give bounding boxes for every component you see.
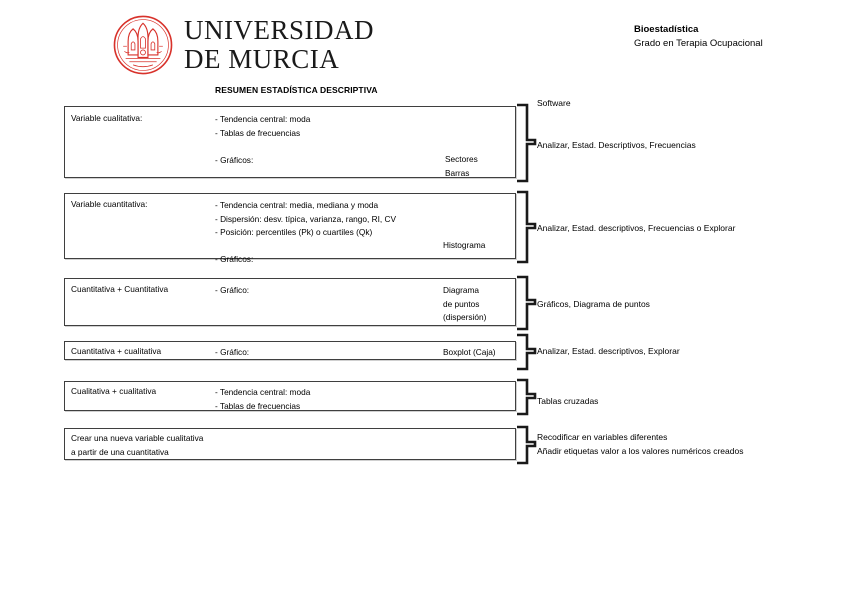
content-box: Cuantitativa + Cuantitativa - Gráfico: D… [64,278,516,326]
software-note: Analizar, Estad. Descriptivos, Frecuenci… [537,139,696,153]
chart-type: Diagrama [443,285,479,295]
box-items: - Gráfico: [215,284,249,298]
list-item: - Tendencia central: moda [215,114,311,124]
note-line: Analizar, Estad. descriptivos, Explorar [537,346,680,356]
course-info: Bioestadística Grado en Terapia Ocupacio… [634,23,763,51]
curly-brace-icon [513,424,539,466]
software-note: Recodificar en variables diferentes Añad… [537,431,743,458]
box-right-column: Diagrama de puntos (dispersión) [443,284,486,325]
list-item: - Tendencia central: moda [215,387,311,397]
box-items: - Gráfico: [215,346,249,360]
note-line: Gráficos, Diagrama de puntos [537,299,650,309]
content-box: Variable cualitativa: - Tendencia centra… [64,106,516,178]
content-box: Cuantitativa + cualitativa - Gráfico: Bo… [64,341,516,360]
list-item: - Tendencia central: media, mediana y mo… [215,200,379,210]
box-label: Cuantitativa + Cuantitativa [71,284,169,294]
page-title: RESUMEN ESTADÍSTICA DESCRIPTIVA [215,85,378,95]
content-box: Cualitativa + cualitativa - Tendencia ce… [64,381,516,411]
chart-type: Boxplot (Caja) [443,347,496,357]
content-box: Crear una nueva variable cualitativa a p… [64,428,516,460]
note-line: Tablas cruzadas [537,396,599,406]
university-wordmark: UNIVERSIDAD DE MURCIA [184,17,374,73]
note-line: Añadir etiquetas valor a los valores num… [537,445,744,456]
box-right-column: Histograma [443,239,485,253]
box-items: - Tendencia central: moda - Tablas de fr… [215,113,310,167]
curly-brace-icon [513,102,539,184]
curly-brace-icon [513,332,539,372]
list-item: - Gráfico: [215,285,250,295]
note-line: Analizar, Estad. Descriptivos, Frecuenci… [537,140,696,150]
box-items: - Tendencia central: media, mediana y mo… [215,199,396,267]
box-label-line-2: a partir de una cuantitativa [71,446,169,457]
wordmark-line-2: DE MURCIA [184,44,340,74]
list-item: - Tablas de frecuencias [215,400,301,411]
curly-brace-icon [513,377,539,417]
university-of-murcia-seal-icon [113,15,173,75]
box-label: Cualitativa + cualitativa [71,386,157,396]
chart-type: Barras [445,167,470,178]
wordmark-line-1: UNIVERSIDAD [184,15,374,45]
list-item: - Dispersión: desv. típica, varianza, ra… [215,213,397,224]
software-note: Analizar, Estad. descriptivos, Explorar [537,345,680,359]
box-items: - Tendencia central: moda - Tablas de fr… [215,386,310,413]
chart-type: de puntos [443,298,480,309]
box-label: Cuantitativa + cualitativa [71,346,162,356]
software-note: Gráficos, Diagrama de puntos [537,298,650,312]
note-line: Analizar, Estad. descriptivos, Frecuenci… [537,223,736,233]
university-logo: UNIVERSIDAD DE MURCIA [112,14,374,76]
box-label: Crear una nueva variable cualitativa [71,433,204,443]
box-right-column: Boxplot (Caja) [443,346,496,360]
box-label: Variable cualitativa: [71,113,143,123]
box-label: Variable cuantitativa: [71,199,148,209]
list-item: - Gráfico: [215,347,250,357]
software-note: Tablas cruzadas [537,395,598,409]
curly-brace-icon [513,274,539,332]
list-item: - Tablas de frecuencias [215,127,301,138]
degree-name: Grado en Terapia Ocupacional [634,37,763,49]
software-column-header: Software [537,98,571,108]
chart-type: Histograma [443,240,486,250]
box-right-column: Sectores Barras [445,153,478,180]
curly-brace-icon [513,189,539,265]
software-note: Analizar, Estad. descriptivos, Frecuenci… [537,222,735,236]
list-item: - Posición: percentiles (Pk) o cuartiles… [215,227,373,237]
list-item: - Gráficos: [215,154,254,165]
chart-type: (dispersión) [443,312,487,322]
chart-type: Sectores [445,154,478,164]
note-line: Recodificar en variables diferentes [537,432,668,442]
list-item: - Gráficos: [215,254,254,264]
content-box: Variable cuantitativa: - Tendencia centr… [64,193,516,264]
subject-name: Bioestadística [634,24,699,35]
